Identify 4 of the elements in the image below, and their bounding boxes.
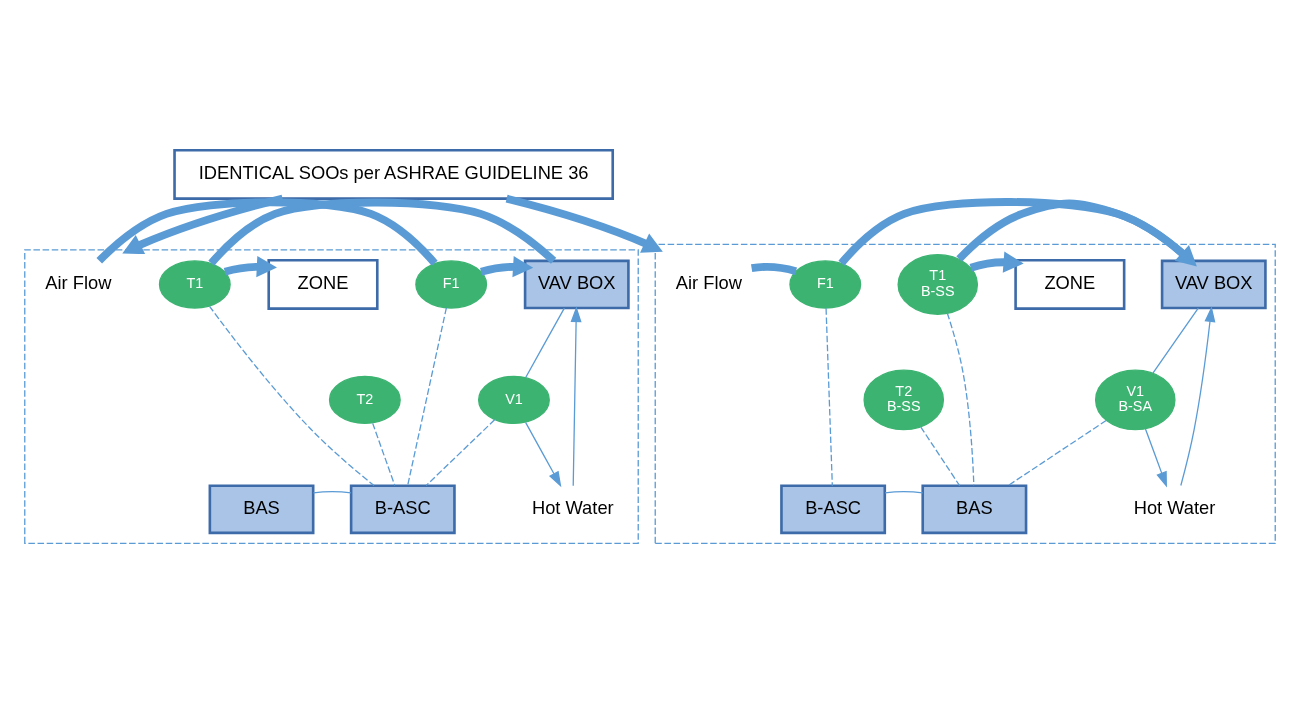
node-text: Hot Water bbox=[531, 497, 614, 519]
node-text: Hot Water bbox=[1133, 497, 1216, 519]
node-text: Air Flow bbox=[675, 272, 742, 294]
node-text: Air Flow bbox=[45, 272, 112, 294]
